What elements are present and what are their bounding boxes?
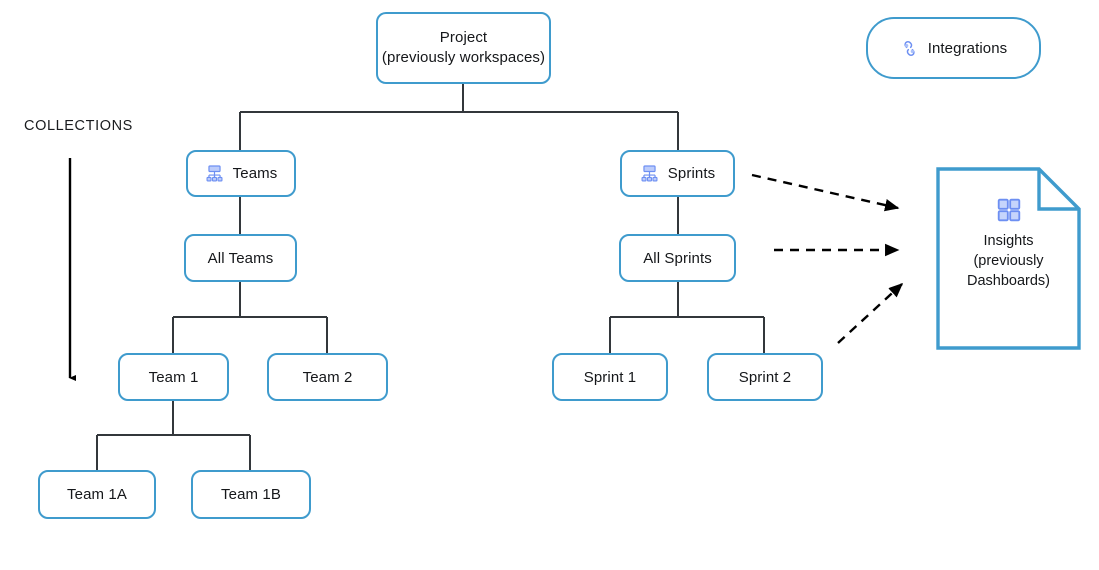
- node-team-1b[interactable]: Team 1B: [191, 470, 311, 519]
- arrow-sprint2-to-insights: [837, 283, 904, 344]
- grid-four-squares-icon: [996, 197, 1022, 223]
- node-insights-line3: Dashboards): [966, 273, 1050, 289]
- arrow-sprints-to-insights: [751, 173, 900, 212]
- document-shape-icon: [936, 167, 1081, 350]
- node-team-1b-label: Team 1B: [221, 486, 281, 503]
- node-sprint-2[interactable]: Sprint 2: [707, 353, 823, 401]
- collections-label: COLLECTIONS: [24, 118, 133, 134]
- node-all-teams-label: All Teams: [207, 249, 274, 267]
- chain-link-icon: [900, 39, 919, 58]
- node-sprints[interactable]: Sprints: [620, 150, 735, 197]
- node-sprints-label: Sprints: [667, 165, 716, 182]
- node-team-1-label: Team 1: [148, 368, 199, 386]
- node-team-2[interactable]: Team 2: [267, 353, 388, 401]
- node-team-1a[interactable]: Team 1A: [38, 470, 156, 519]
- node-insights-line2: (previously: [973, 253, 1044, 269]
- node-project-line2: (previously workspaces): [381, 49, 546, 66]
- node-insights[interactable]: Insights (previously Dashboards): [936, 167, 1081, 350]
- node-team-2-label: Team 2: [302, 368, 353, 386]
- node-insights-line1: Insights: [983, 233, 1034, 249]
- node-all-sprints-label: All Sprints: [643, 249, 712, 267]
- org-chart-icon: [205, 164, 224, 183]
- node-teams-label: Teams: [232, 165, 278, 182]
- node-sprint-1-label: Sprint 1: [583, 368, 637, 386]
- node-integrations-label: Integrations: [927, 39, 1008, 57]
- org-chart-icon: [640, 164, 659, 183]
- grid-four-squares-icon-wrap: [936, 197, 1081, 223]
- node-teams[interactable]: Teams: [186, 150, 296, 197]
- node-integrations[interactable]: Integrations: [866, 17, 1041, 79]
- node-sprint-2-label: Sprint 2: [738, 368, 792, 386]
- node-team-1a-label: Team 1A: [67, 486, 127, 503]
- node-project-line1: Project: [439, 29, 488, 46]
- node-sprint-1[interactable]: Sprint 1: [552, 353, 668, 401]
- node-team-1[interactable]: Team 1: [118, 353, 229, 401]
- node-insights-text: Insights (previously Dashboards): [936, 231, 1081, 291]
- node-project[interactable]: Project (previously workspaces): [376, 12, 551, 84]
- node-all-sprints[interactable]: All Sprints: [619, 234, 736, 282]
- node-all-teams[interactable]: All Teams: [184, 234, 297, 282]
